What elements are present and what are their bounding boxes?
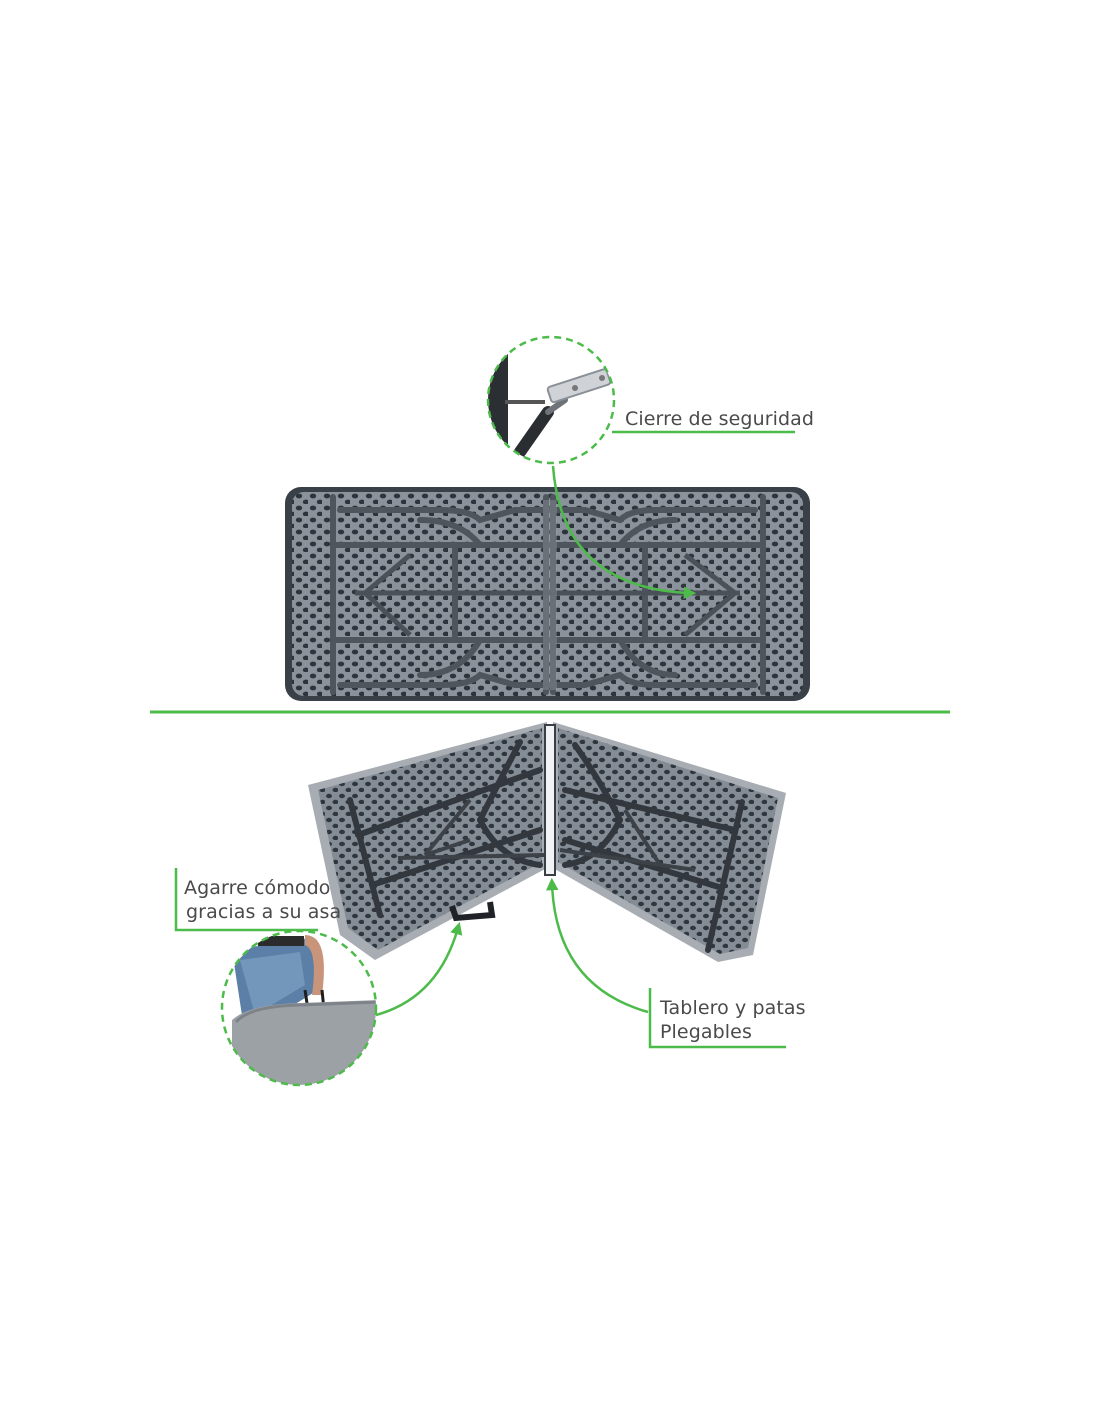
- carry-handle-arrow: [375, 921, 463, 1017]
- safety-lock-label: Cierre de seguridad: [625, 407, 814, 431]
- table-underside-top: [285, 487, 810, 701]
- safety-lock-callout: [486, 335, 616, 465]
- safety-lock-text: Cierre de seguridad: [625, 408, 815, 430]
- folding-arrow: [546, 877, 649, 1014]
- folding-label-line: [648, 988, 786, 1049]
- carry-handle-label: Agarre cómodo gracias a su asa: [184, 876, 341, 924]
- folding-label: Tablero y patas Plegables: [660, 996, 806, 1044]
- folding-text-line1: Tablero y patas: [660, 997, 806, 1019]
- carry-handle-text-line1: Agarre cómodo: [184, 877, 331, 899]
- carry-handle: [449, 901, 496, 922]
- folding-text-line2: Plegables: [660, 1021, 752, 1043]
- carry-handle-label-line: [174, 868, 318, 932]
- carry-handle-callout: [220, 929, 378, 1087]
- table-half-folded: [308, 722, 786, 962]
- safety-lock-arrow: [551, 465, 697, 599]
- carry-handle-text-line2: gracias a su asa: [186, 901, 342, 923]
